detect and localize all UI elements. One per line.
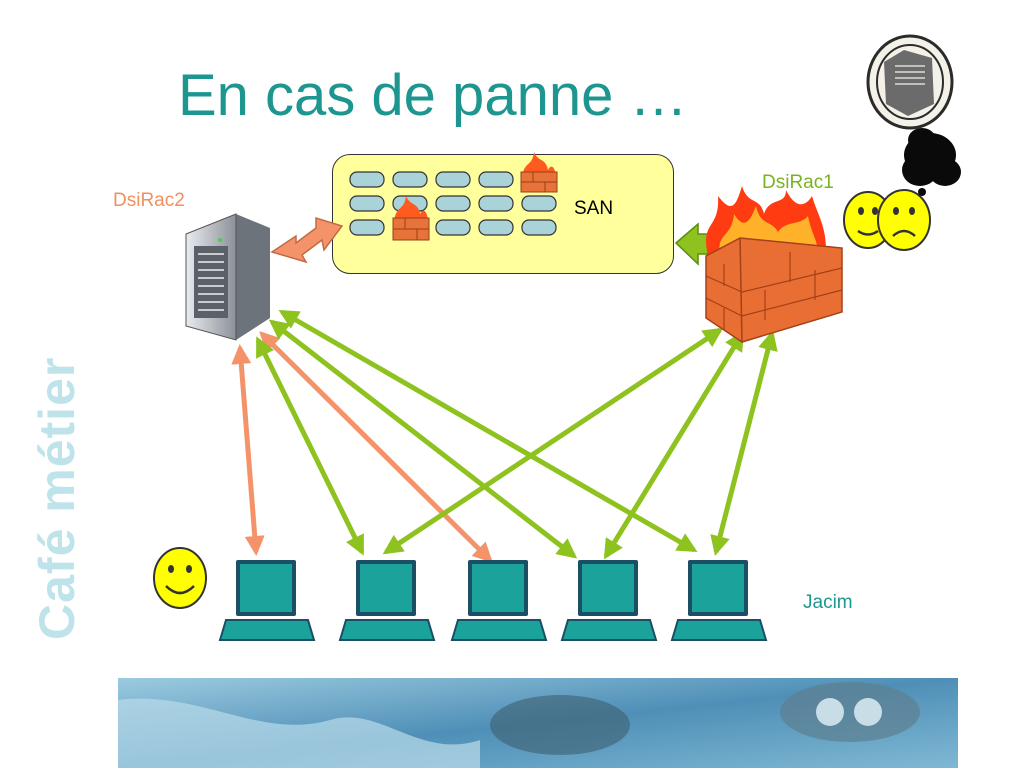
happy-smiley-icon xyxy=(153,547,207,609)
dsirac2-label: DsiRac2 xyxy=(113,190,185,211)
storage-disks xyxy=(349,171,557,236)
failover-links xyxy=(231,331,493,563)
client-laptop-icon xyxy=(670,560,768,641)
client-laptop-icon xyxy=(560,560,658,641)
server-dsirac2-icon xyxy=(185,213,270,341)
client-laptop-icon xyxy=(338,560,436,641)
link-dsirac1-client5 xyxy=(710,330,778,556)
sad-smiley-icon xyxy=(877,189,931,251)
museum-logo xyxy=(866,34,954,130)
bottom-banner-image xyxy=(118,678,958,768)
jacim-label: Jacim xyxy=(803,592,853,613)
link-dsirac2-client2 xyxy=(255,336,365,556)
link-dsirac2-client4 xyxy=(268,319,578,559)
server-dsirac1-firewall-icon xyxy=(705,186,843,343)
client-laptop-icon xyxy=(450,560,548,641)
disk-row-2 xyxy=(349,195,557,212)
client-laptop-icon xyxy=(218,560,316,641)
link-dsirac2-client1 xyxy=(231,344,265,556)
slide-title: En cas de panne … xyxy=(178,63,688,128)
san-label: SAN xyxy=(574,198,614,219)
disk-row-3 xyxy=(349,219,557,236)
disk-row-1 xyxy=(349,171,514,188)
failed-disk-fire-icon xyxy=(520,152,558,193)
dsirac1-label: DsiRac1 xyxy=(762,172,834,193)
healthy-links xyxy=(255,309,778,560)
failed-disk-fire-icon xyxy=(392,196,430,241)
thought-cloud-icon xyxy=(902,128,961,196)
dsirac2-san-arrow xyxy=(270,216,344,264)
link-dsirac1-client2 xyxy=(382,327,724,555)
